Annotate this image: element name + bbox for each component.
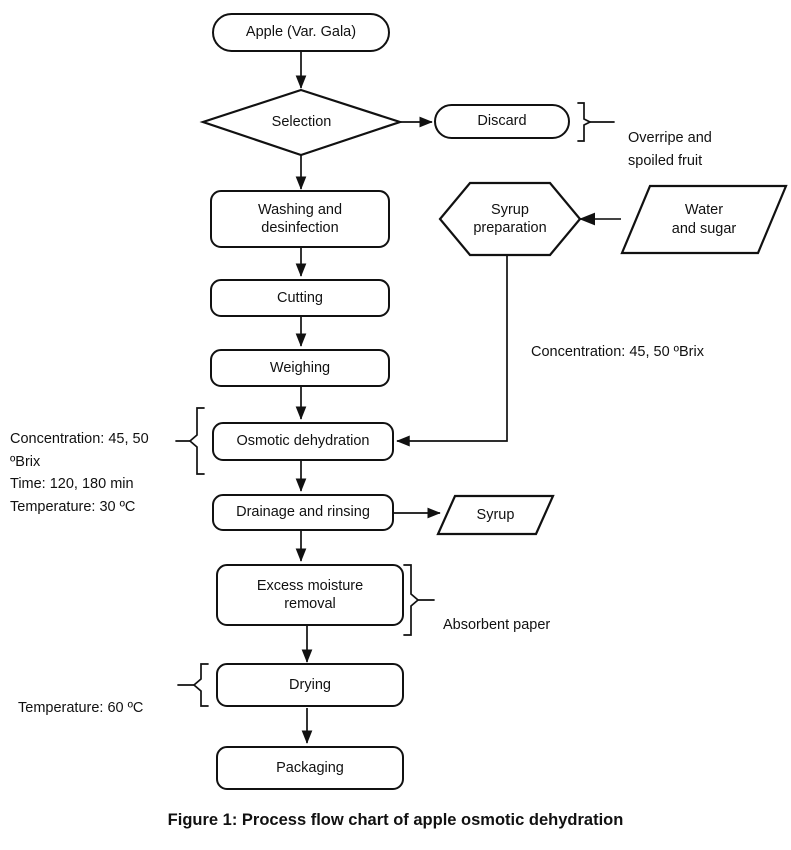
node-cutting-label: Cutting <box>277 289 323 306</box>
figure-caption-text: Figure 1: Process flow chart of apple os… <box>167 811 624 829</box>
node-discard[interactable]: Discard <box>434 104 570 139</box>
node-osmotic-dehydration[interactable]: Osmotic dehydration <box>212 422 394 461</box>
annotation-osmotic-parameters: Concentration: 45, 50 ºBrix Time: 120, 1… <box>10 406 175 518</box>
edge-syrup-prep-to-osmotic <box>396 255 508 447</box>
node-syrup-output-label-wrap[interactable]: Syrup <box>438 496 553 534</box>
brace-drying <box>192 663 209 707</box>
annotation-osmotic-parameters-text: Concentration: 45, 50 ºBrix Time: 120, 1… <box>10 431 149 515</box>
node-washing-desinfection[interactable]: Washing and desinfection <box>210 190 390 248</box>
node-excess-moisture-removal-label: Excess moisture removal <box>256 577 364 612</box>
annotation-drying-note-text: Temperature: 60 ºC <box>18 700 144 717</box>
node-osmotic-dehydration-label: Osmotic dehydration <box>236 433 370 450</box>
node-selection-label-wrap[interactable]: Selection <box>203 90 400 155</box>
node-weighing-label: Weighing <box>269 359 331 376</box>
annotation-drying-note: Temperature: 60 ºC <box>18 675 178 720</box>
node-cutting[interactable]: Cutting <box>210 279 390 317</box>
node-washing-desinfection-label: Washing and desinfection <box>257 201 343 236</box>
annotation-excess-note: Absorbent paper <box>443 592 623 637</box>
node-weighing[interactable]: Weighing <box>210 349 390 387</box>
brace-discard <box>577 102 592 142</box>
annotation-discard-note: Overripe and spoiled fruit <box>628 105 778 172</box>
annotation-discard-note-text: Overripe and spoiled fruit <box>628 130 712 169</box>
node-drying-label: Drying <box>289 676 331 693</box>
node-discard-label: Discard <box>477 113 527 130</box>
node-packaging[interactable]: Packaging <box>216 746 404 790</box>
annotation-syrup-concentration: Concentration: 45, 50 ºBrix <box>531 319 781 364</box>
node-packaging-label: Packaging <box>276 759 344 776</box>
node-drainage-rinsing[interactable]: Drainage and rinsing <box>212 494 394 531</box>
node-apple-start[interactable]: Apple (Var. Gala) <box>212 13 390 52</box>
node-apple-start-label: Apple (Var. Gala) <box>245 24 357 41</box>
brace-osmotic <box>188 407 205 475</box>
figure-caption: Figure 1: Process flow chart of apple os… <box>0 811 791 830</box>
annotation-excess-note-text: Absorbent paper <box>443 617 551 634</box>
brace-excess <box>403 564 420 636</box>
node-excess-moisture-removal[interactable]: Excess moisture removal <box>216 564 404 626</box>
node-water-and-sugar-label: Water and sugar <box>671 202 737 237</box>
node-syrup-output-label: Syrup <box>476 506 515 523</box>
annotation-syrup-concentration-text: Concentration: 45, 50 ºBrix <box>531 344 704 361</box>
node-drainage-rinsing-label: Drainage and rinsing <box>236 504 370 521</box>
node-drying[interactable]: Drying <box>216 663 404 707</box>
node-selection-label: Selection <box>271 114 332 131</box>
node-water-and-sugar-label-wrap[interactable]: Water and sugar <box>622 186 786 253</box>
node-syrup-preparation-label: Syrup preparation <box>473 201 547 236</box>
node-syrup-preparation-label-wrap[interactable]: Syrup preparation <box>440 183 580 255</box>
